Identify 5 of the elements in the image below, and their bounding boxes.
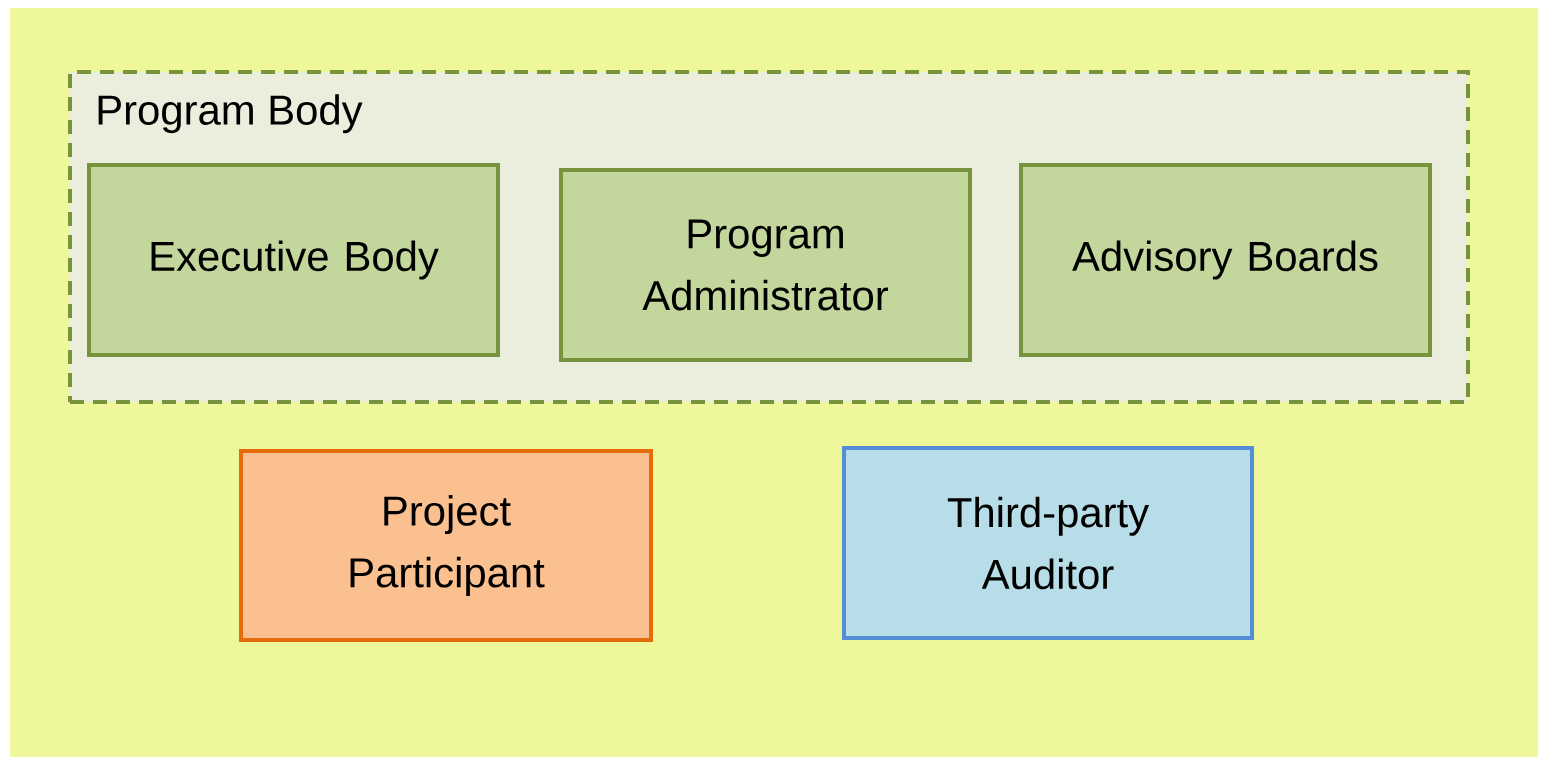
process-box: Advisory Boards [1019,163,1432,357]
process-box: Executive Body [87,163,500,357]
process-box: Project Participant [239,449,653,642]
process-box: Third-party Auditor [842,446,1254,640]
process-box: Program Administrator [559,168,972,362]
